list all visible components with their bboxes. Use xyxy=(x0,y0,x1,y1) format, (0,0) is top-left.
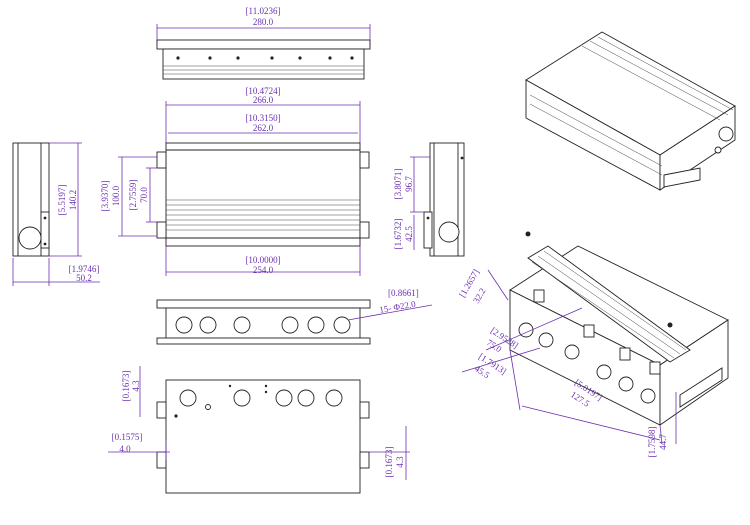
iso-a-mm: 32.2 xyxy=(471,286,488,305)
bottom-top-mm: 4.3 xyxy=(131,380,141,392)
iso-e-inch: [1.7598] xyxy=(647,427,657,458)
right-height-inch: [3.8071] xyxy=(393,169,403,200)
top-width-inch: [11.0236] xyxy=(246,6,281,16)
front-bottom-inch: [10.0000] xyxy=(245,255,280,265)
hole-dia-inch: [0.8661] xyxy=(388,288,419,298)
front-height-outer-inch: [3.9370] xyxy=(100,181,110,212)
front-height-outer-mm: 100.0 xyxy=(111,185,121,206)
front-width1-mm: 266.0 xyxy=(253,95,274,105)
front-bottom-mm: 254.0 xyxy=(253,265,274,275)
top-width-mm: 280.0 xyxy=(253,17,274,27)
front-width1-inch: [10.4724] xyxy=(245,86,280,96)
right-height-mm: 96.7 xyxy=(404,176,414,192)
front-width2-inch: [10.3150] xyxy=(245,113,280,123)
front-height-inner-mm: 70.0 xyxy=(139,187,149,203)
top-view: [11.0236] 280.0 xyxy=(156,6,371,80)
left-side-view: [5.5197] 140.2 [1.9746] 50.2 xyxy=(12,142,100,286)
hole-count-label: 15- Φ22.0 xyxy=(379,299,417,315)
side-holes-view: [0.8661] 15- Φ22.0 xyxy=(156,288,433,345)
right-small-mm: 42.5 xyxy=(404,226,414,242)
left-height-mm: 140.2 xyxy=(68,190,78,210)
bottom-left-mm: 4.0 xyxy=(119,444,131,454)
bottom-right-inch: [0.1673] xyxy=(384,447,394,478)
left-width-mm: 50.2 xyxy=(76,273,92,283)
bottom-view: [0.1673] 4.3 [0.1575] 4.0 [0.1673] 4.3 xyxy=(108,366,410,494)
right-side-view: [3.8071] 96.7 [1.6732] 42.5 xyxy=(393,142,465,257)
front-view: [10.4724] 266.0 [10.3150] 262.0 [3.9370]… xyxy=(100,86,370,276)
iso-e-mm: 44.7 xyxy=(658,434,668,450)
left-width-inch: [1.9746] xyxy=(69,264,100,274)
iso-view-open: [1.2657] 32.2 [2.9528] 75.0 [1.7913] 45.… xyxy=(457,231,729,458)
iso-view-closed xyxy=(525,31,736,191)
bottom-right-mm: 4.3 xyxy=(395,456,405,468)
bottom-left-inch: [0.1575] xyxy=(112,432,143,442)
front-width2-mm: 262.0 xyxy=(253,123,274,133)
bottom-top-inch: [0.1673] xyxy=(121,371,131,402)
right-small-inch: [1.6732] xyxy=(393,219,403,250)
left-height-inch: [5.5197] xyxy=(57,185,67,216)
front-height-inner-inch: [2.7559] xyxy=(128,180,138,211)
